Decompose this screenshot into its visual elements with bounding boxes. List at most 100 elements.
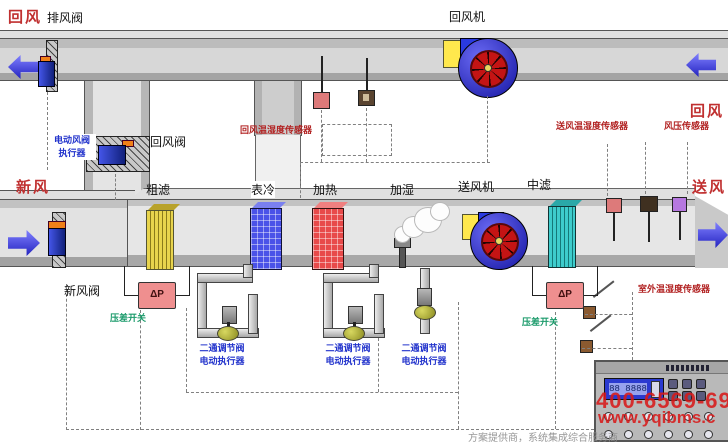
top-duct [0,38,728,81]
label-line: 执行器 [58,148,86,158]
chilled-water-pipe [243,264,253,278]
supply-fan-impeller [481,223,519,261]
fresh-duct-topface [0,190,135,201]
hot-water-pipe [369,264,379,278]
mid-filter [548,206,576,268]
label-return-valve: 回风阀 [150,135,187,149]
controller-button [604,430,613,439]
supply-fan-hub [495,237,503,245]
signal-line [555,312,556,429]
chilled-water-pipe [197,280,207,334]
valve-stem [353,322,356,328]
signal-line [632,292,633,360]
signal-line [582,348,632,349]
signal-line [321,110,322,162]
steam-cloud [430,202,450,221]
label-dp-switch: 压差开关 [522,317,559,327]
recirculation-duct-upper [254,80,302,136]
controller-key [682,379,692,389]
coarse-filter [146,210,174,270]
controller-button [644,430,653,439]
label-section-heating: 加热 [313,183,338,197]
sensor-probe [613,213,615,241]
signal-line [140,310,141,430]
label-outdoor-th-sensor: 室外温湿度传感器 [638,284,711,294]
signal-bus [66,429,594,430]
signal-line [378,338,379,392]
label-return-th-sensor: 回风温湿度传感器 [240,125,313,135]
controller-button [604,412,613,421]
signal-line [186,392,458,393]
sensor-probe [679,212,681,240]
signal-line [47,92,48,170]
label-line: 电动风阀 [53,135,90,145]
controller-key [682,391,692,401]
label-line: 二通调节阀 [401,343,447,353]
controller-button [664,430,673,439]
ddc-controller: 88 8888 [594,360,728,442]
two-way-valve-icon [217,326,239,341]
signal-line [300,162,490,163]
return-damper-actuator [98,145,126,165]
flow-label-return-top-left: 回风 [8,9,43,26]
label-section-coarse-filter: 粗滤 [146,183,171,197]
signal-junction-box [322,124,392,156]
label-fresh-valve: 新风阀 [64,284,101,298]
controller-button [644,412,653,421]
heating-coil [312,208,344,270]
supply-humidity-sensor-icon [640,196,658,212]
hot-water-pipe [323,280,333,334]
signal-line [645,142,646,194]
heating-coil-topface [312,202,348,210]
website-url: www.yqibms.c [598,408,716,427]
controller-brand-mark [666,365,710,371]
phone-number: 400-6569-69 [596,388,728,413]
signal-line [66,284,67,430]
return-th-sensor-icon [313,92,330,109]
dp-switch: ΔP [138,282,176,309]
two-way-valve-icon [414,305,436,320]
label-section-mid-filter: 中滤 [527,178,552,192]
lcd-slider [651,381,660,398]
flow-label-supply: 送风 [692,179,727,196]
sensor-stem [366,58,368,92]
controller-key [668,391,678,401]
label-section-cooling: 表冷 [251,181,276,198]
signal-line [115,174,116,200]
hot-water-pipe [374,294,384,334]
controller-button [624,430,633,439]
label-line: 电动执行器 [401,356,447,366]
label-dp-switch: 压差开关 [110,313,147,323]
supply-th-sensor-icon [606,198,622,213]
label-exhaust-valve: 排风阀 [47,11,84,25]
controller-lcd: 88 8888 [604,378,664,400]
label-valve-group: 二通调节阀 电动执行器 [398,342,450,368]
controller-key [696,379,706,389]
label-damper-actuator: 电动风阀 执行器 [48,134,96,160]
label-section-supply-fan: 送风机 [458,180,495,194]
chilled-water-pipe [197,273,253,283]
dp-switch: ΔP [546,282,584,309]
label-pressure-sensor: 风压传感器 [664,121,710,131]
hot-water-pipe [323,273,379,283]
sensor-window [363,94,369,101]
controller-key [696,391,706,401]
air-pressure-sensor-icon [672,197,687,212]
controller-button [664,412,673,421]
flow-label-fresh: 新风 [16,179,51,196]
controller-button [684,412,693,421]
signal-line [458,302,459,429]
fresh-air-duct [0,199,136,267]
label-valve-group: 二通调节阀 电动执行器 [196,342,248,368]
controller-button [684,430,693,439]
controller-button [704,430,713,439]
cooling-coil-topface [250,202,286,210]
sensor-probe [648,212,650,242]
two-way-valve-icon [343,326,365,341]
signal-line [607,144,608,196]
label-return-fan: 回风机 [449,10,486,24]
valve-stem [227,322,230,328]
fresh-damper-actuator [48,228,66,256]
label-supply-th-sensor: 送风温湿度传感器 [556,121,629,131]
